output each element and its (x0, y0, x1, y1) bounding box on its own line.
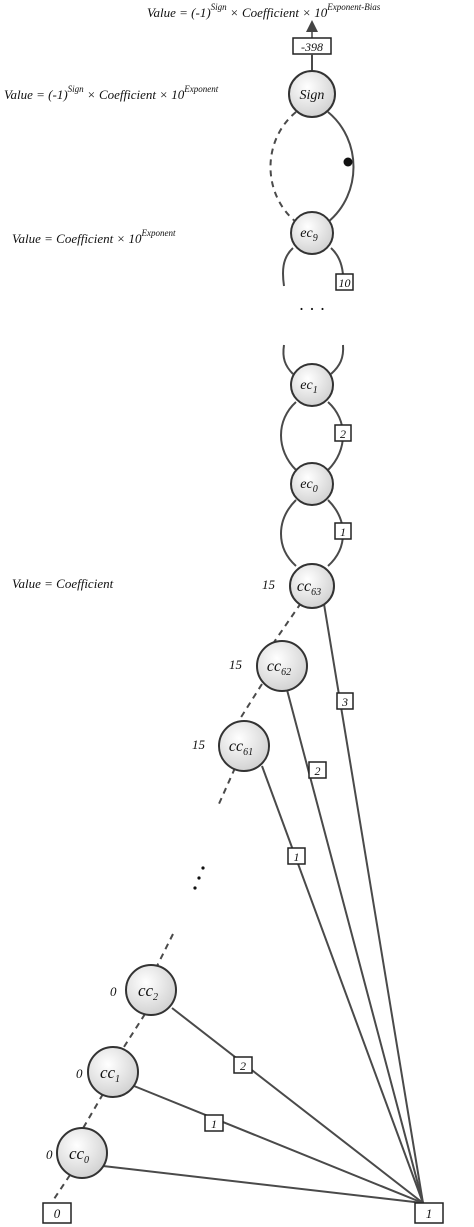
cc1-cc0-dashed-edge (81, 1093, 104, 1131)
cc0-zero-dashed-edge (51, 1174, 71, 1203)
sign-ec9-dashed-edge (269, 111, 297, 223)
svg-text:ec0: ec0 (300, 477, 317, 495)
cc62-cc61-dashed-edge (237, 683, 263, 723)
node-sign: Sign (288, 70, 336, 118)
svg-text:1: 1 (340, 525, 346, 539)
bias-label: -398 (301, 40, 323, 54)
cc61-down-dashed-edge (217, 767, 236, 807)
weight-box-ec1: 2 (334, 424, 352, 442)
cc63-cc62-dashed-edge (269, 602, 302, 649)
cc1-one-edge (133, 1085, 424, 1204)
node-cc62: cc62 (256, 640, 308, 692)
svg-text:Sign: Sign (300, 88, 325, 103)
svg-text:2: 2 (315, 764, 321, 778)
weight-box-cc2: 2 (233, 1056, 253, 1074)
node-cc2: cc2 (125, 964, 177, 1016)
weight-box-cc1: 1 (204, 1114, 224, 1132)
node-cc61: cc61 (218, 720, 270, 772)
ec1-up-left-edge (282, 344, 294, 375)
svg-text:2: 2 (340, 427, 346, 441)
level-cc1: 0 (76, 1066, 83, 1081)
svg-text:0: 0 (54, 1206, 61, 1221)
svg-text:cc0: cc0 (69, 1144, 89, 1166)
node-ec1: ec1 (290, 363, 334, 407)
weight-box-ec0: 1 (334, 522, 352, 540)
node-cc0: cc0 (56, 1127, 108, 1179)
formula-exponent: Value = (-1)Sign × Coefficient × 10Expon… (4, 84, 219, 102)
cc2-cc1-dashed-edge (121, 1013, 146, 1051)
svg-text:10: 10 (339, 276, 351, 290)
edge-dot (343, 157, 353, 167)
svg-text:1: 1 (426, 1206, 433, 1221)
level-cc63: 15 (262, 577, 276, 592)
ec1-ec0-left-edge (280, 401, 297, 471)
node-ec9: ec9 (290, 211, 334, 255)
ec0-cc63-left-edge (280, 499, 297, 567)
ec1-up-right-edge (330, 344, 345, 375)
level-cc62: 15 (229, 657, 243, 672)
weight-box-cc61: 1 (287, 847, 306, 865)
node-cc1: cc1 (87, 1046, 139, 1098)
svg-text:cc63: cc63 (297, 578, 321, 598)
cc2-up-dashed-edge (155, 933, 174, 969)
svg-text:cc62: cc62 (267, 658, 291, 678)
svg-text:cc2: cc2 (138, 981, 158, 1003)
level-cc61: 15 (192, 737, 206, 752)
node-ec0: ec0 (290, 462, 334, 506)
svg-text:cc1: cc1 (100, 1063, 120, 1085)
level-cc0: 0 (46, 1147, 53, 1162)
cc62-one-edge (285, 685, 424, 1204)
svg-text:1: 1 (211, 1117, 217, 1131)
terminal-one: 1 (414, 1202, 444, 1224)
level-cc2: 0 (110, 984, 117, 999)
svg-text:cc61: cc61 (229, 738, 253, 758)
weight-box-ec9: 10 (335, 273, 354, 291)
formula-coefficient-exp: Value = Coefficient × 10Exponent (12, 228, 176, 246)
formula-top: Value = (-1)Sign × Coefficient × 10Expon… (147, 2, 381, 20)
sign-ec9-solid-edge (327, 111, 355, 223)
svg-text:1: 1 (294, 850, 300, 864)
exponent-ellipsis: · · · (299, 299, 326, 319)
cc2-one-edge (171, 1007, 424, 1204)
node-cc63: cc63 (289, 563, 335, 609)
svg-text:ec1: ec1 (300, 378, 317, 396)
weight-box-cc62: 2 (308, 761, 327, 779)
svg-text:2: 2 (240, 1059, 246, 1073)
formula-coefficient: Value = Coefficient (12, 576, 114, 591)
weight-box-cc63: 3 (336, 692, 354, 710)
coefficient-ellipsis (193, 866, 205, 890)
terminal-zero: 0 (42, 1202, 72, 1224)
svg-text:3: 3 (341, 695, 348, 709)
svg-text:ec9: ec9 (300, 226, 317, 244)
cc61-one-edge (261, 765, 424, 1204)
ec9-down-left-edge (282, 247, 294, 287)
cc0-one-edge (102, 1165, 424, 1204)
